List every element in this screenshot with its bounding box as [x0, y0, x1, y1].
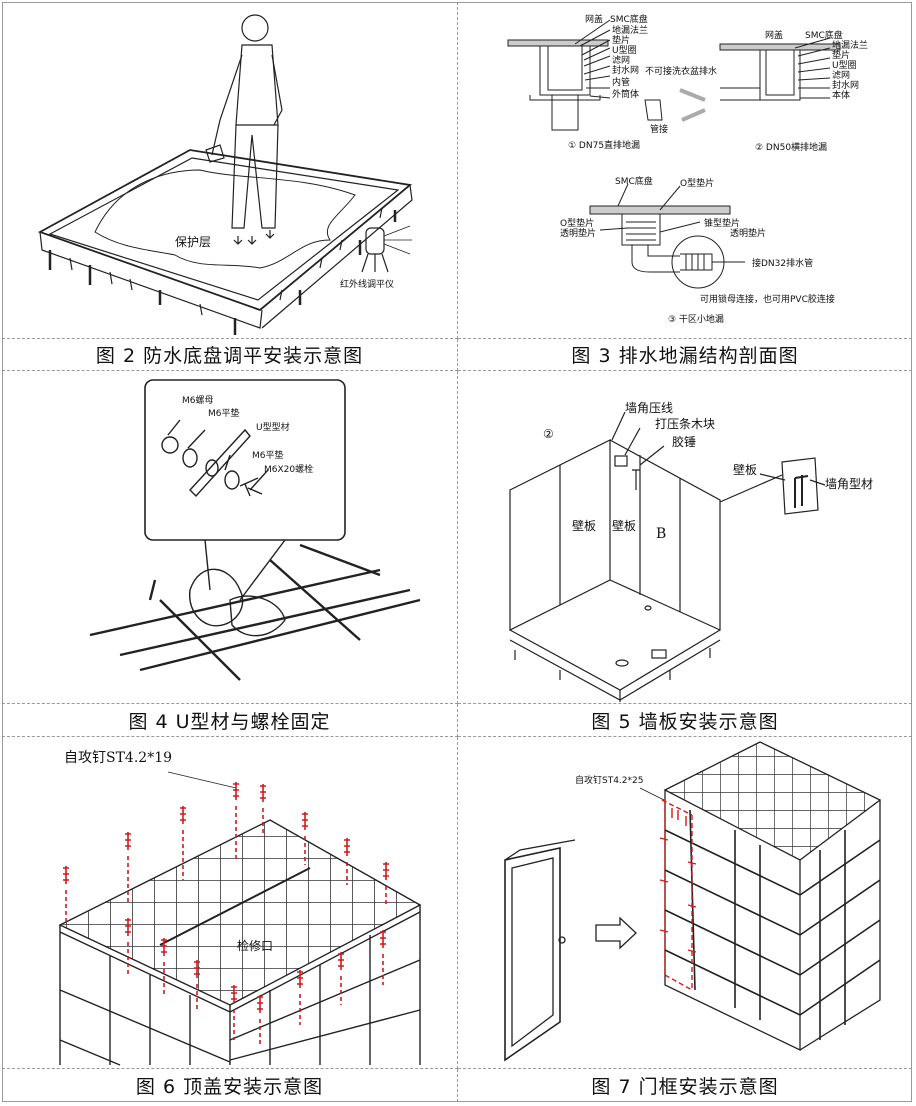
- fig6-drawing: 检修口 自攻钉ST4.2*19: [58, 750, 422, 1066]
- screw-icon: [233, 782, 239, 860]
- fig5-mallet: 胶锤: [672, 434, 696, 449]
- screw-icon: [194, 960, 200, 1010]
- fig3-u-ring: U型圈: [612, 45, 637, 56]
- fig3-smc-tray-2: SMC底盘: [805, 29, 843, 41]
- fig5-corner-line: 墙角压线: [625, 401, 673, 415]
- fig2-protect-layer: 保护层: [175, 235, 211, 249]
- screw-icon: [338, 952, 344, 1005]
- cell-fig4: [2, 371, 458, 704]
- fig5-panel-b: 壁板: [612, 518, 636, 533]
- fig3-gasket: 垫片: [612, 34, 630, 46]
- screw-icon: [383, 862, 389, 905]
- fig4-bolt: M6X20螺栓: [264, 463, 313, 475]
- fig5-wall-panel: 壁板: [733, 462, 757, 477]
- fig2-drawing: 保护层 红外线调平仪: [37, 14, 413, 335]
- fig5-panel-a: 壁板: [572, 518, 596, 533]
- screw-icon: [231, 985, 237, 1040]
- fig4-drawing: M6螺母 M6平垫 U型型材 M6平垫 M6X20螺栓: [89, 379, 421, 681]
- fig3-drawing: 网盖 SMC底盘 地漏法兰 垫片 U型圈 滤网 封水网 内管 外筒体 不可接洗衣…: [507, 13, 868, 325]
- cell-fig7: [458, 737, 912, 1069]
- screw-icon: [125, 918, 131, 975]
- fig6-screws: [63, 782, 389, 1045]
- screw-icon: [297, 970, 303, 1025]
- caption-fig2: 图 2 防水底盘调平安装示意图: [2, 339, 458, 371]
- fig3-inner-pipe: 内管: [612, 76, 630, 88]
- fig5-step: ②: [543, 427, 554, 441]
- fig3-elbow: 管接: [650, 123, 668, 135]
- fig4-washer2: M6平垫: [252, 449, 284, 461]
- fig3-clear-gasket: 透明垫片: [560, 227, 596, 239]
- fig5-corner-profile: 墙角型材: [825, 477, 873, 491]
- fig2-laser-label: 红外线调平仪: [340, 278, 394, 290]
- fig3-flange-2: 地漏法兰: [832, 39, 868, 51]
- fig3-clear-gasket-2: 透明垫片: [730, 227, 766, 239]
- fig3-water-seal-2: 封水网: [832, 79, 859, 91]
- screw-icon: [344, 838, 350, 885]
- fig3-dn32: 接DN32排水管: [752, 257, 813, 269]
- fig7-screws: [659, 799, 697, 991]
- fig3-filter: 滤网: [612, 54, 630, 66]
- caption-fig4: 图 4 U型材与螺栓固定: [2, 704, 458, 737]
- screw-icon: [180, 806, 186, 880]
- fig3-caption-1: ① DN75直排地漏: [568, 139, 640, 151]
- fig4-washer1: M6平垫: [208, 407, 240, 419]
- fig5-wood-block: 打压条木块: [655, 417, 715, 431]
- fig7-drawing: 自攻钉ST4.2*25: [504, 741, 882, 1062]
- screw-icon: [671, 808, 687, 826]
- screw-icon: [257, 995, 263, 1045]
- fig3-outer-body: 外筒体: [612, 88, 639, 100]
- fig3-o-gasket: O型垫片: [680, 177, 714, 189]
- screw-icon: [659, 837, 697, 953]
- fig7-screw: 自攻钉ST4.2*25: [575, 774, 643, 786]
- fig3-smc-tray-3: SMC底盘: [615, 175, 653, 187]
- screw-icon: [161, 938, 167, 995]
- fig4-u-profile: U型型材: [256, 421, 290, 433]
- fig3-smc-tray: SMC底盘: [610, 13, 648, 25]
- fig3-connect-note: 可用锁母连接，也可用PVC胶连接: [700, 293, 835, 305]
- fig3-caption-3: ③ 干区小地漏: [668, 313, 724, 325]
- screw-icon: [302, 812, 308, 865]
- cell-fig6: [2, 737, 458, 1069]
- fig3-water-seal: 封水网: [612, 64, 639, 76]
- caption-fig3: 图 3 排水地漏结构剖面图: [458, 339, 912, 371]
- cell-fig2: [2, 2, 458, 339]
- fig3-filter-2: 滤网: [832, 69, 850, 81]
- caption-fig6: 图 6 顶盖安装示意图: [2, 1069, 458, 1102]
- cell-fig3: [458, 2, 912, 339]
- screw-icon: [125, 832, 131, 905]
- fig6-access: 检修口: [237, 938, 273, 953]
- fig3-u-ring-2: U型圈: [832, 60, 857, 71]
- fig6-screw: 自攻钉ST4.2*19: [64, 750, 172, 766]
- caption-fig7: 图 7 门框安装示意图: [591, 1076, 779, 1098]
- fig3-net-cover-2: 网盖: [765, 29, 783, 41]
- fig3-cone-gasket: 锥型垫片: [704, 217, 740, 229]
- fig3-flange: 地漏法兰: [612, 24, 648, 36]
- screw-icon: [63, 866, 69, 925]
- fig3-gasket-2: 垫片: [832, 49, 850, 61]
- caption-fig5: 图 5 墙板安装示意图: [458, 704, 912, 737]
- screw-icon: [260, 784, 266, 835]
- fig5-drawing: ② 墙角压线 打压条木块 胶锤 壁板 壁板 B 壁板 墙角型材: [509, 401, 873, 702]
- fig3-o-gasket-2: O型垫片: [560, 217, 594, 229]
- fig3-net-cover: 网盖: [585, 13, 603, 25]
- cell-fig5: [458, 371, 912, 704]
- fig4-nut: M6螺母: [182, 395, 214, 406]
- fig3-caption-2: ② DN50横排地漏: [755, 141, 827, 153]
- fig5-panel-letter: B: [656, 526, 666, 542]
- screw-icon: [380, 930, 386, 985]
- fig3-body-2: 本体: [832, 89, 850, 101]
- fig3-no-washer: 不可接洗衣盆排水: [645, 65, 717, 77]
